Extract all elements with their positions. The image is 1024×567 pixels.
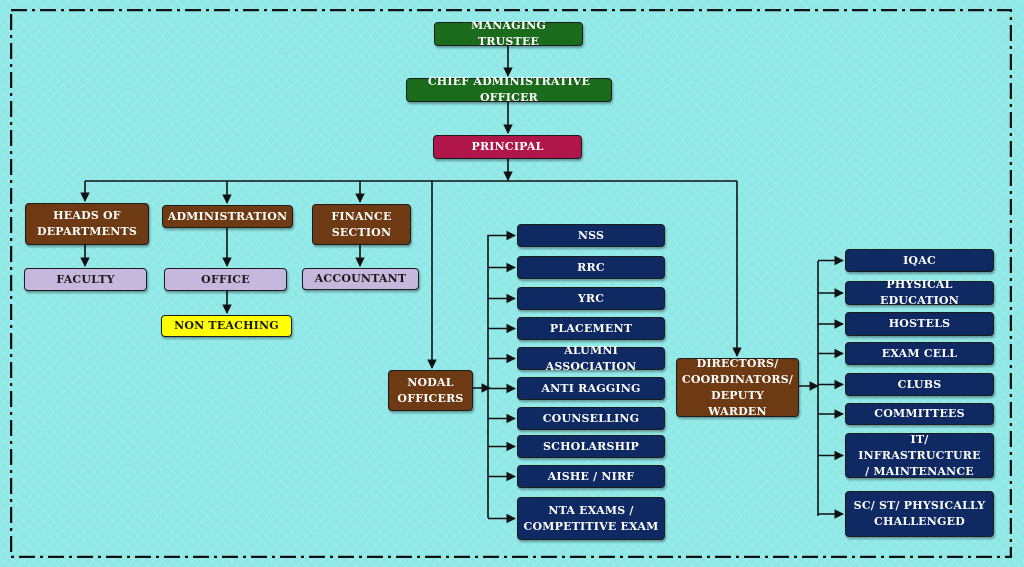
nodal-officers-box: NODAL OFFICERS (388, 370, 473, 411)
nodal-item: AISHE / NIRF (517, 465, 665, 488)
director-item: CLUBS (845, 373, 994, 396)
director-item: PHYSICAL EDUCATION (845, 278, 994, 307)
nodal-item: NSS (517, 224, 665, 247)
nodal-item: SCHOLARSHIP (517, 435, 665, 458)
director-item: SC/ ST/ PHYSICALLY CHALLENGED (845, 491, 994, 537)
nodal-item: COUNSELLING (517, 407, 665, 430)
directors-box: DIRECTORS/ COORDINATORS/ DEPUTY WARDEN (676, 357, 799, 418)
director-item: COMMITTEES (845, 403, 994, 425)
nodal-item: RRC (517, 256, 665, 279)
principal-box: PRINCIPAL (433, 135, 582, 159)
office-box: OFFICE (164, 268, 287, 291)
faculty-box: FACULTY (24, 268, 147, 291)
nodal-item: ANTI RAGGING (517, 377, 665, 400)
director-item: IQAC (845, 249, 994, 272)
heads-of-departments-box: HEADS OF DEPARTMENTS (25, 203, 149, 245)
director-item: IT/ INFRASTRUCTURE / MAINTENANCE (845, 433, 994, 478)
administration-box: ADMINISTRATION (162, 205, 293, 228)
non-teaching-box: NON TEACHING (161, 315, 292, 337)
chief-admin-officer-box: CHIEF ADMINISTRATIVE OFFICER (406, 75, 612, 104)
managing-trustee-box: MANAGING TRUSTEE (434, 19, 583, 48)
nodal-item: PLACEMENT (517, 317, 665, 340)
dash-dot-border (10, 9, 1012, 558)
accountant-box: ACCOUNTANT (302, 268, 419, 290)
director-item: EXAM CELL (845, 342, 994, 365)
nodal-item: YRC (517, 287, 665, 310)
director-item: HOSTELS (845, 312, 994, 336)
nodal-item: ALUMNI ASSOCIATION (517, 344, 665, 373)
finance-section-box: FINANCE SECTION (312, 204, 411, 245)
nodal-item: NTA EXAMS / COMPETITIVE EXAM (517, 497, 665, 540)
